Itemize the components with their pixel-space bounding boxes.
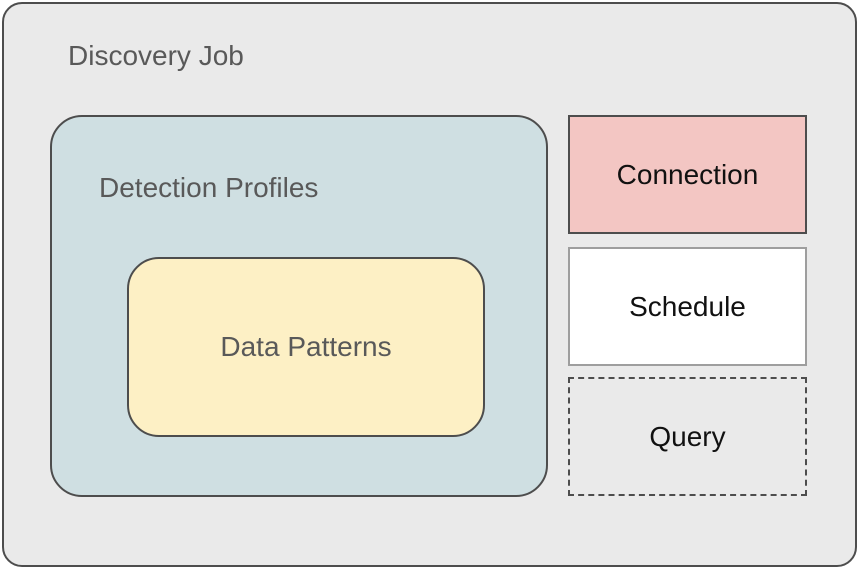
query-label: Query (649, 420, 726, 452)
schedule-box: Schedule (568, 247, 807, 366)
detection-profiles-label: Detection Profiles (99, 172, 319, 203)
query-box: Query (568, 377, 807, 496)
connection-label: Connection (616, 158, 759, 190)
connection-box: Connection (568, 115, 807, 234)
data-patterns-label: Data Patterns (220, 331, 392, 362)
schedule-label: Schedule (629, 290, 746, 322)
detection-profiles-container: Detection Profiles Data Patterns (50, 115, 548, 497)
discovery-job-label: Discovery Job (68, 40, 244, 71)
data-patterns-box: Data Patterns (127, 257, 485, 437)
